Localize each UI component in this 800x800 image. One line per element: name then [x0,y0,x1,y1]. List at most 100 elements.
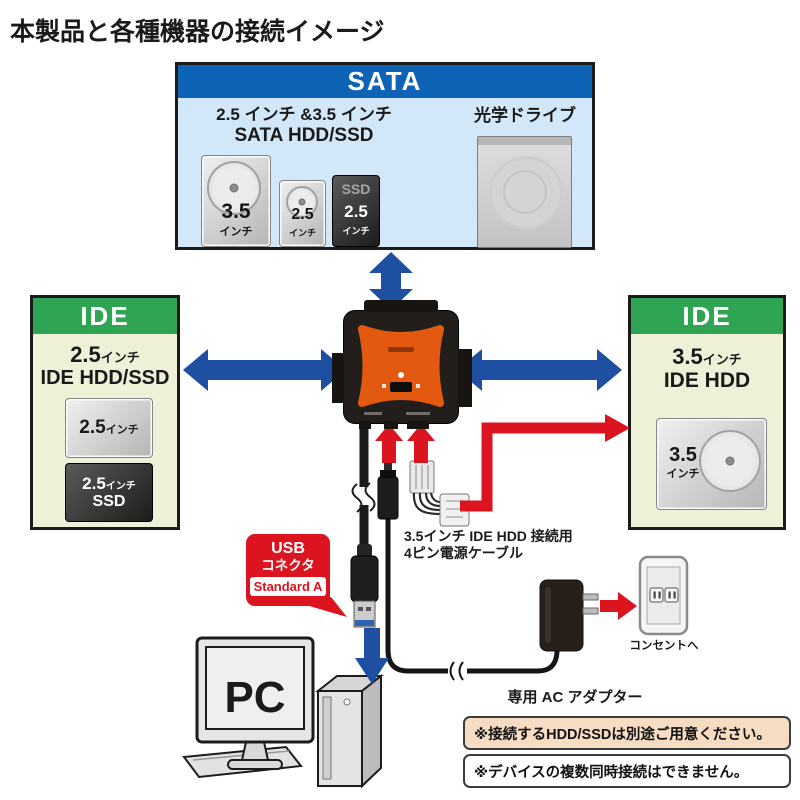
power-cable-caption: 3.5インチ IDE HDD 接続用 4ピン電源ケーブル [404,528,614,562]
outlet-slot [653,591,656,599]
ide-right-header: IDE [631,298,783,334]
size-text: 2.5 [70,342,101,367]
usb-plug-blue-tab [355,620,374,626]
dc-plug-barrel [377,476,399,520]
sata-hdd-3-5-label: 3.5 インチ [202,201,270,239]
pc-label: PC [224,673,285,722]
ide-hdd-2-5-image: 2.5インチ [65,398,153,458]
ac-plug-prong [582,593,599,601]
type-text: IDE HDD [663,369,751,393]
cable-break-squiggle [364,482,376,512]
ac-adapter-sheen [545,587,551,643]
adapter-led [398,372,404,378]
ssd-tag: SSD [341,181,371,197]
ac-to-outlet-arrow [600,592,637,620]
size-text: 3.5 [672,344,703,369]
adapter-orange-panel [358,325,444,407]
cable-break-squiggle [449,661,455,681]
sata-ssd-2-5-image: SSD 2.5 インチ [332,175,380,247]
power-wire [429,492,441,504]
ide-left-header-label: IDE [80,300,130,331]
hdd-platter [207,161,261,215]
dc-barrel-plug [377,461,399,520]
adapter-power-port [407,421,429,429]
ide-right-connection-arrow [457,349,622,391]
sata-caption-line2: SATA HDD/SSD [234,124,374,146]
pc-monitor-base [227,759,283,770]
sata-hdd-2-5-label: 2.5 インチ [280,207,325,240]
pc-tower-front [317,690,363,787]
outlet-slot [673,591,676,599]
size-text: 3.5 [221,200,251,224]
adapter-usb-port [359,421,371,429]
adapter-mode-switch [390,382,412,392]
size-text: 2.5 [344,202,368,222]
sata-header-label: SATA [347,66,423,96]
pc-illustration: PC [182,636,384,789]
adapter-port-print [364,412,382,415]
pc-monitor-stand [240,741,270,761]
pc-keyboard [182,745,303,779]
ac-adapter-caption: 専用 AC アダプター [507,689,643,706]
optical-disc-inner-ring [503,170,547,214]
pc-tower-top [315,675,384,692]
outlet-slot [668,591,671,599]
hdd-spindle [298,198,306,206]
outlet-inner-plate [646,566,681,625]
pc-keyboard-keys [192,750,290,761]
size-text: 2.5 [82,473,106,493]
adapter-port-print [406,412,430,415]
usb-shell-hole [366,607,371,611]
unit-text: インチ [342,225,370,236]
usb-plug-metal-shell [353,600,376,628]
ide-left-connection-arrow [183,349,346,391]
power-wire [418,492,441,512]
sata-group-box: SATA 2.5 インチ &3.5 インチ SATA HDD/SSD 光学ドライ… [175,62,595,250]
adapter-logo-print [388,347,414,352]
power-cable-top-plug [409,460,435,494]
usb-callout-line2: コネクタ [261,557,315,573]
four-pin-power-cable [409,460,470,527]
dc-plug-up-arrow [375,424,403,463]
outlet-caption: コンセントへ [629,640,699,652]
pc-screen [205,646,305,730]
note-no-simultaneous-connection: ※デバイスの複数同時接続はできません。 [463,754,791,788]
adapter-dc-jack [384,421,398,429]
hdd-spindle [229,183,239,193]
usb-standard-a-badge: Standard A [250,576,326,596]
hdd-platter [699,430,761,492]
size-text: 2.5 [79,417,106,438]
unit-text: インチ [105,480,136,492]
unit-text: インチ [105,424,139,436]
ide-left-header: IDE [33,298,177,334]
power-cable-up-arrow [407,424,435,463]
outlet-plate [638,555,689,636]
optical-top-edge [478,137,571,145]
wall-outlet [638,555,689,636]
molex-pin-lines [446,500,463,518]
hdd-spindle [725,456,735,466]
type-text: IDE HDD/SSD [40,367,170,390]
ac-plug-prong [582,607,599,615]
outlet-socket [664,587,679,603]
usb-plug-strain-relief [357,544,372,558]
unit-text: インチ [702,352,742,367]
ssd-tag: SSD [92,492,126,510]
ac-adapter-body [539,579,584,652]
ide-left-caption: 2.5インチ IDE HDD/SSD [33,342,177,390]
ide-left-group-box: IDE 2.5インチ IDE HDD/SSD 2.5インチ 2.5インチ SSD [30,295,180,530]
molex-connector [439,493,470,527]
adapter-left-ide-connector [332,353,344,403]
power-cable-to-ide-hdd-line [460,422,605,512]
switch-mark [416,384,420,388]
unit-text: インチ [288,227,316,238]
power-arrows [299,414,637,620]
optical-drive-caption: 光学ドライブ [474,106,576,125]
dc-cord-right [467,650,560,674]
unit-text: インチ [219,225,253,238]
dc-plug-collar [380,470,396,478]
unit-text: インチ [100,350,140,365]
size-text: 2.5 [291,206,314,224]
power-cable-caption-line2: 4ピン電源ケーブル [404,544,523,561]
pc-monitor [195,636,315,744]
